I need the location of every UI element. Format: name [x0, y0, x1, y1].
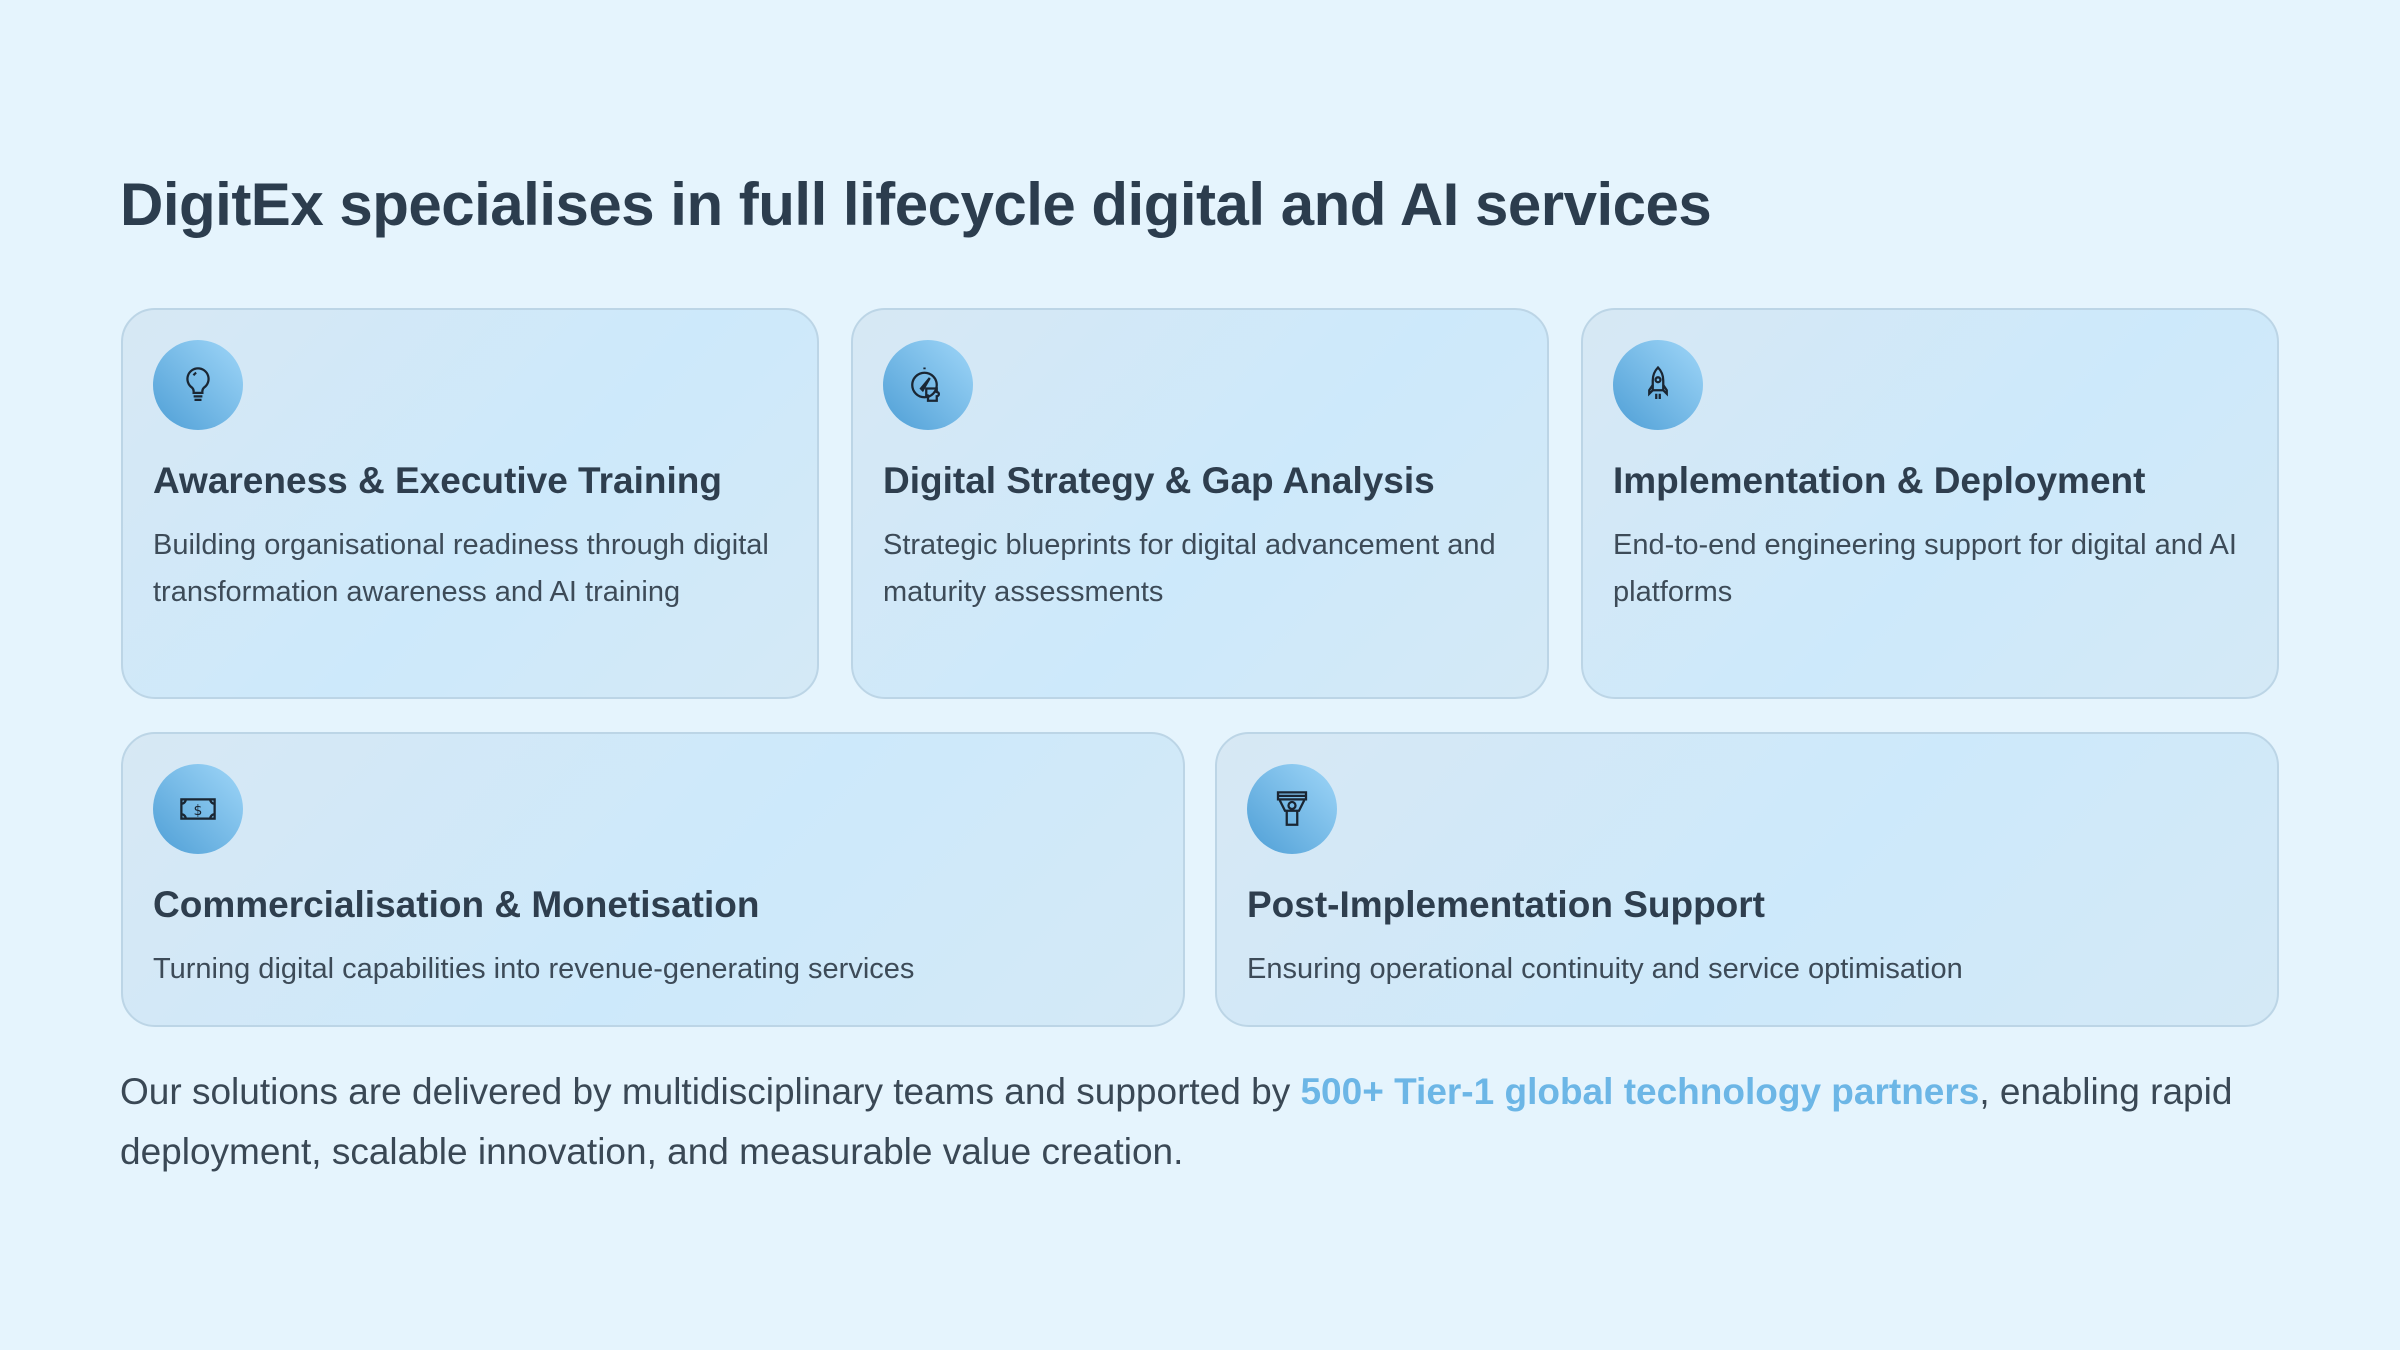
compass-puzzle-icon — [883, 340, 973, 430]
card-title: Awareness & Executive Training — [153, 460, 722, 501]
lightbulb-icon — [153, 340, 243, 430]
page-title: DigitEx specialises in full lifecycle di… — [120, 171, 1712, 238]
service-card-implementation: Implementation & Deployment End-to-end e… — [1581, 308, 2279, 699]
summary-text-end: , enabling rapid deployment, scalable in… — [120, 1071, 2233, 1172]
card-description: Building organisational readiness throug… — [153, 529, 769, 608]
rocket-icon — [1613, 340, 1703, 430]
card-description: Strategic blueprints for digital advance… — [883, 529, 1496, 608]
card-title: Digital Strategy & Gap Analysis — [883, 460, 1435, 501]
service-card-strategy: Digital Strategy & Gap Analysis Strategi… — [851, 308, 1549, 699]
service-card-support: Post-Implementation Support Ensuring ope… — [1215, 732, 2279, 1027]
service-card-commercialisation: $ Commercialisation & Monetisation Turni… — [121, 732, 1185, 1027]
summary-paragraph: Our solutions are delivered by multidisc… — [120, 1062, 2290, 1182]
card-title: Post-Implementation Support — [1247, 884, 1765, 925]
card-description: End-to-end engineering support for digit… — [1613, 529, 2237, 608]
service-card-awareness: Awareness & Executive Training Building … — [121, 308, 819, 699]
svg-text:$: $ — [194, 803, 203, 819]
card-description: Ensuring operational continuity and serv… — [1247, 953, 1963, 985]
card-description: Turning digital capabilities into revenu… — [153, 953, 915, 985]
summary-text-start: Our solutions are delivered by multidisc… — [120, 1071, 1301, 1112]
money-bill-icon: $ — [153, 764, 243, 854]
card-title: Commercialisation & Monetisation — [153, 884, 760, 925]
support-person-icon — [1247, 764, 1337, 854]
card-title: Implementation & Deployment — [1613, 460, 2146, 501]
partners-highlight: 500+ Tier-1 global technology partners — [1300, 1071, 1980, 1112]
